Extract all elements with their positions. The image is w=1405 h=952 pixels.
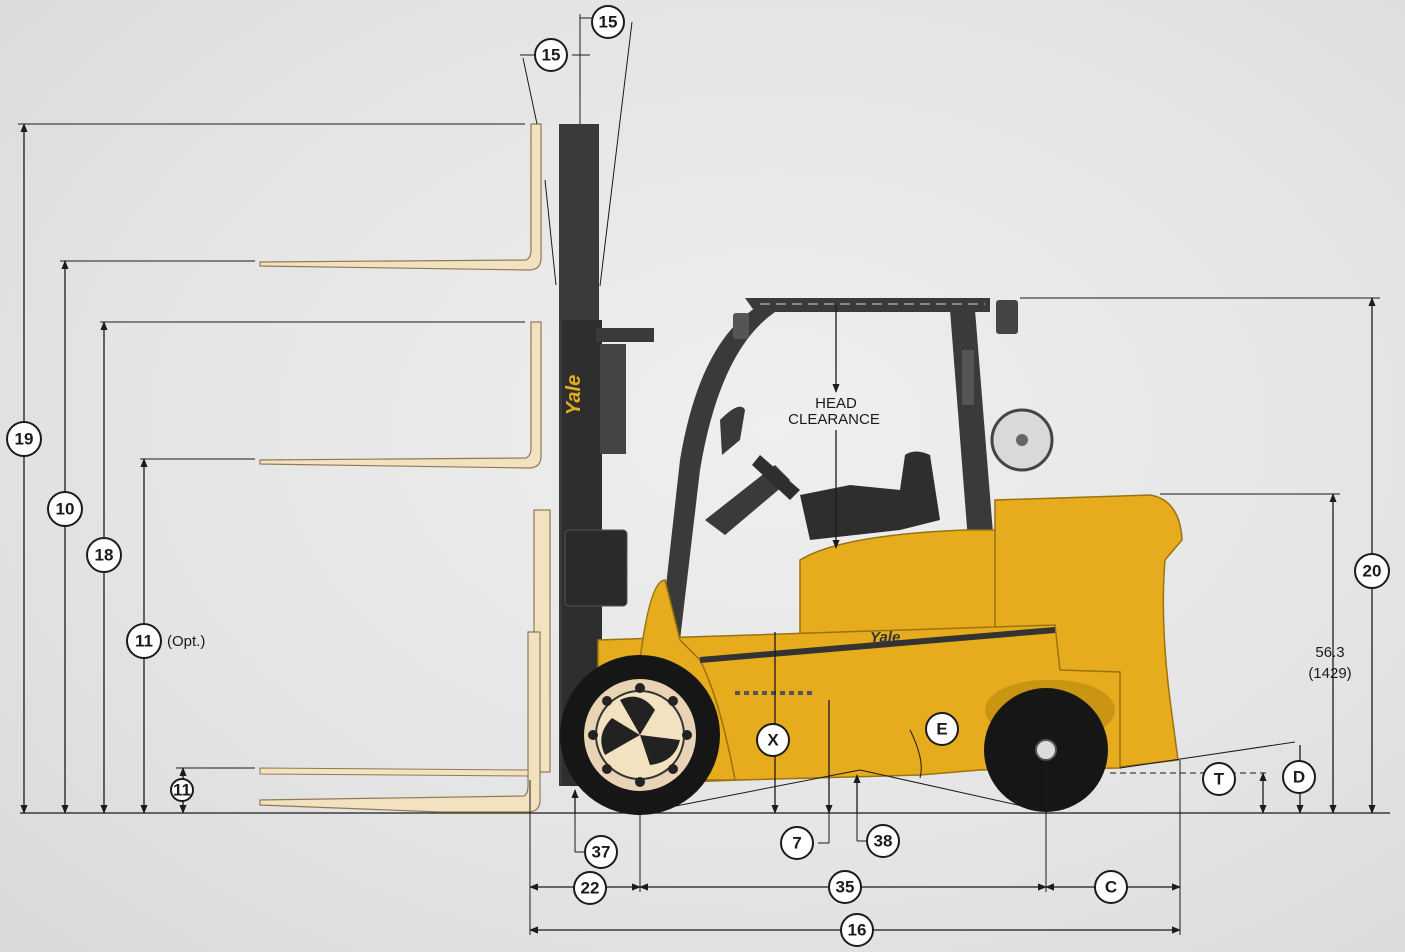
dimension-lines	[18, 14, 1380, 935]
callout-text: 7	[792, 834, 801, 853]
callout-text: 22	[581, 879, 600, 898]
callout-text: 18	[95, 546, 114, 565]
height-value-metric: (1429)	[1308, 665, 1351, 682]
callout-text: X	[767, 731, 779, 750]
callout-text: D	[1293, 768, 1305, 787]
body-logo: Yale	[870, 629, 900, 646]
guard-front-post	[660, 305, 775, 640]
callout-text: C	[1105, 878, 1117, 897]
callout-counterweight-t: T	[1202, 762, 1236, 796]
callout-load-center: 22	[573, 871, 607, 905]
front-wheel	[560, 655, 720, 815]
callout-text: 15	[542, 46, 561, 65]
callout-overhead-guard: 20	[1354, 553, 1390, 589]
height-value: 56.3	[1315, 644, 1344, 661]
rear-light	[996, 300, 1018, 334]
callout-max-fork-height: 19	[6, 421, 42, 457]
callout-rear-overhang: C	[1094, 870, 1128, 904]
callout-center-clearance: 38	[866, 824, 900, 858]
callout-text: 15	[599, 13, 618, 32]
operator-seat	[800, 451, 940, 540]
fork-raised-mid	[259, 321, 542, 469]
mast-crossbar	[596, 328, 654, 342]
callout-text: 10	[56, 500, 75, 519]
callout-text: 16	[848, 921, 867, 940]
option-note: (Opt.)	[167, 633, 205, 650]
mast-bracket	[564, 529, 628, 607]
callout-departure: E	[925, 712, 959, 746]
callout-fork-offset: 11	[170, 778, 194, 802]
callout-free-lift: 18	[86, 537, 122, 573]
mast-cylinder	[600, 344, 626, 454]
callout-text: 11	[173, 781, 191, 800]
forks-group	[259, 123, 557, 813]
callout-text: 19	[15, 430, 34, 449]
callout-free-lift-opt: 11	[126, 623, 162, 659]
callout-ground-clearance: 7	[780, 826, 814, 860]
body-stripe	[699, 627, 1056, 663]
callout-text: 37	[592, 843, 611, 862]
fork-lowered	[259, 631, 541, 813]
head-clearance-label-2: CLEARANCE	[788, 411, 880, 428]
fork-raised-top	[259, 123, 542, 271]
callout-text: 20	[1363, 562, 1382, 581]
mast-logo: Yale	[563, 375, 585, 415]
callout-overall-lowered: 10	[47, 491, 83, 527]
callout-text: 11	[135, 632, 153, 651]
callout-under-clearance: X	[756, 723, 790, 757]
rear-wheel	[984, 688, 1108, 812]
callout-tilt-back: 15	[534, 38, 568, 72]
fork-offset-lift	[259, 767, 529, 777]
head-clearance-label-1: HEAD	[815, 395, 857, 412]
callout-text: 35	[836, 878, 855, 897]
callout-overall-length: 16	[840, 913, 874, 947]
callout-text: 38	[874, 832, 893, 851]
callout-wheelbase: 35	[828, 870, 862, 904]
hood	[799, 529, 1001, 641]
cab-interior	[705, 408, 1054, 540]
callout-text: T	[1214, 770, 1225, 789]
callout-mast-clearance: 37	[584, 835, 618, 869]
callout-text: E	[936, 720, 947, 739]
callout-counterweight-d: D	[1282, 760, 1316, 794]
callout-tilt-forward: 15	[591, 5, 625, 39]
